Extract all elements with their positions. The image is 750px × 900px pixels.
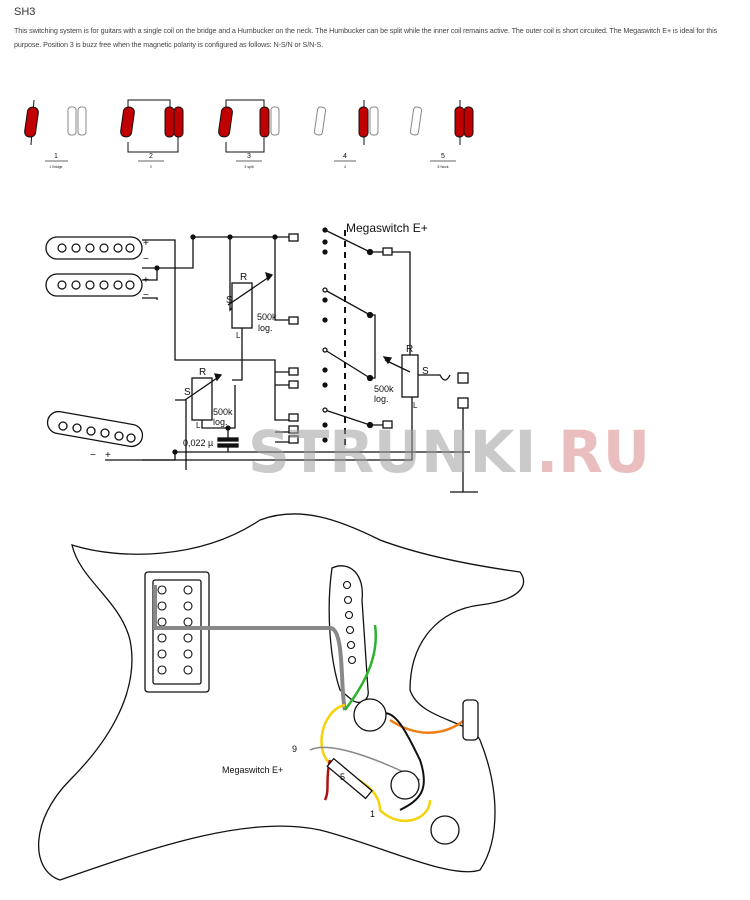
position-2 (120, 99, 184, 153)
tone2-r: R (406, 344, 413, 355)
position-sub-1: 1 Bridge (49, 165, 62, 169)
tone-s: S (184, 387, 191, 398)
position-1 (24, 99, 87, 146)
position-label-1: 1 (54, 153, 58, 160)
position-label-5: 5 (441, 153, 445, 160)
guitar-body (38, 513, 525, 881)
lug-5: 5 (340, 772, 345, 782)
lug-9: 9 (292, 744, 297, 754)
plus-sign: + (143, 238, 149, 249)
tone2-l: L (413, 401, 418, 410)
plus-sign: + (143, 275, 149, 286)
watermark: STRUNKI.RU (248, 418, 650, 486)
tone2-taper: log. (374, 394, 389, 404)
lug-1: 1 (370, 809, 375, 819)
switch-poles (322, 227, 385, 443)
position-3 (218, 99, 280, 153)
minus-sign: − (143, 290, 149, 301)
position-label-3: 3 (247, 153, 251, 160)
tone-r: R (199, 367, 206, 378)
vol-l: L (236, 331, 241, 340)
tone-value: 500k (213, 407, 233, 417)
minus-sign: − (143, 254, 149, 265)
vol-value: 500k (257, 312, 277, 322)
single-coil-symbol (46, 410, 144, 448)
minus-sign: − (90, 450, 96, 461)
position-5 (409, 100, 474, 145)
description: This switching system is for guitars wit… (14, 26, 718, 49)
position-label-4: 4 (343, 153, 347, 160)
position-sub-4: 4 (344, 165, 346, 169)
page-title: SH3 (14, 6, 36, 18)
vol-taper: log. (258, 323, 273, 333)
vol-s: S (226, 295, 233, 306)
tone2-value: 500k (374, 384, 394, 394)
humbucker-pickup (144, 571, 210, 693)
position-label-2: 2 (149, 153, 153, 160)
tone-taper: log. (213, 417, 228, 427)
tone-l: L (196, 421, 201, 430)
position-sub-2: 2 (150, 165, 152, 169)
position-diagrams (24, 99, 474, 162)
schematic (45, 227, 478, 493)
tone2-s: S (422, 366, 429, 377)
position-4 (313, 100, 379, 145)
switch-label: Megaswitch E+ (346, 221, 428, 235)
humbucker-symbol (45, 236, 143, 297)
body-switch-label: Megaswitch E+ (222, 765, 283, 775)
position-sub-3: 3 split (244, 165, 253, 169)
vol-r: R (240, 272, 247, 283)
position-sub-5: 5 Neck (438, 165, 449, 169)
capacitor-value: 0,022 µ (183, 438, 213, 448)
plus-sign: + (105, 450, 111, 461)
